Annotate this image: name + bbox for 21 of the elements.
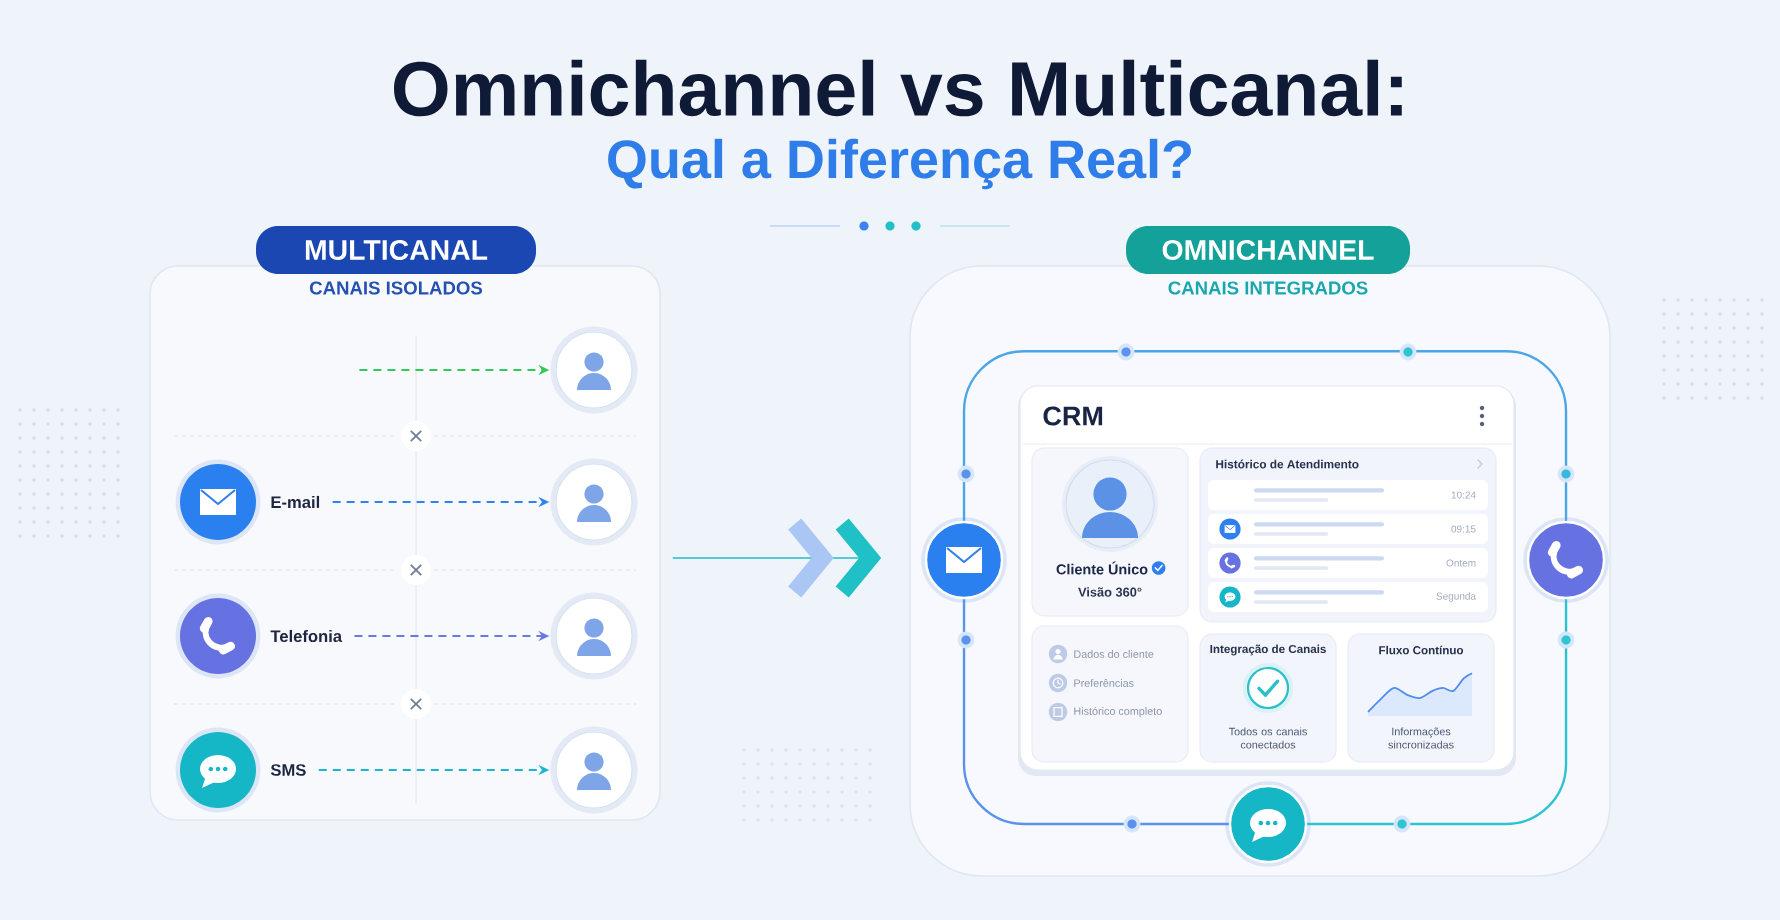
- phone-icon: [1523, 517, 1609, 603]
- envelope-icon: [921, 517, 1007, 603]
- person-avatar: [550, 458, 638, 546]
- person-avatar: [550, 726, 638, 814]
- chat-icon: [1225, 781, 1311, 867]
- channel-label: E-mail: [271, 495, 320, 509]
- chevron-arrow: [672, 518, 882, 598]
- heading-badge: MULTICANAL: [256, 226, 536, 274]
- connector-line: [962, 599, 1229, 826]
- heading-badge: OMNICHANNEL: [1126, 226, 1410, 274]
- channel-label: Telefonia: [270, 629, 343, 643]
- person-avatar: [550, 326, 638, 414]
- window-title: CRM: [1043, 406, 1103, 426]
- connector-line: [1307, 599, 1568, 826]
- subheading: CANAIS INTEGRADOS: [1168, 281, 1368, 295]
- connector-line: [962, 350, 1568, 521]
- person-avatar: [550, 592, 638, 680]
- subheading: CANAIS ISOLADOS: [309, 281, 483, 295]
- channel-label: SMS: [270, 764, 306, 776]
- subtitle: Qual a Diferença Real?: [608, 138, 1191, 190]
- title: Omnichannel vs Multicanal:: [394, 59, 1402, 117]
